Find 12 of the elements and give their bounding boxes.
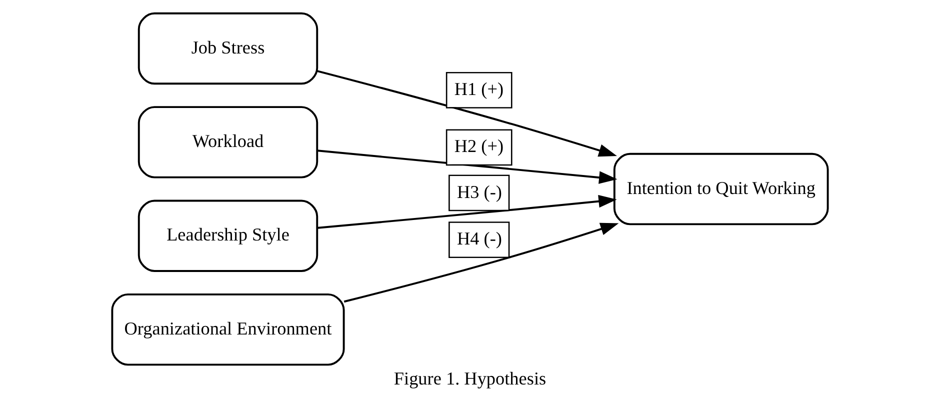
edge-label: H2 (+) [454,136,504,156]
arrow [317,150,618,184]
edge-label: H4 (-) [456,228,502,249]
node-box: Workload [138,106,318,178]
node-box: Leadership Style [138,200,318,272]
node-box: Intention to Quit Working [613,152,829,226]
edge-label: H1 (+) [454,78,504,99]
arrow [318,194,617,229]
node-box: Organizational Environment [111,293,345,366]
edge-label: H3 (-) [456,182,502,202]
caption: Figure 1. Hypothesis [394,368,546,388]
node-box: Job Stress [138,12,318,85]
